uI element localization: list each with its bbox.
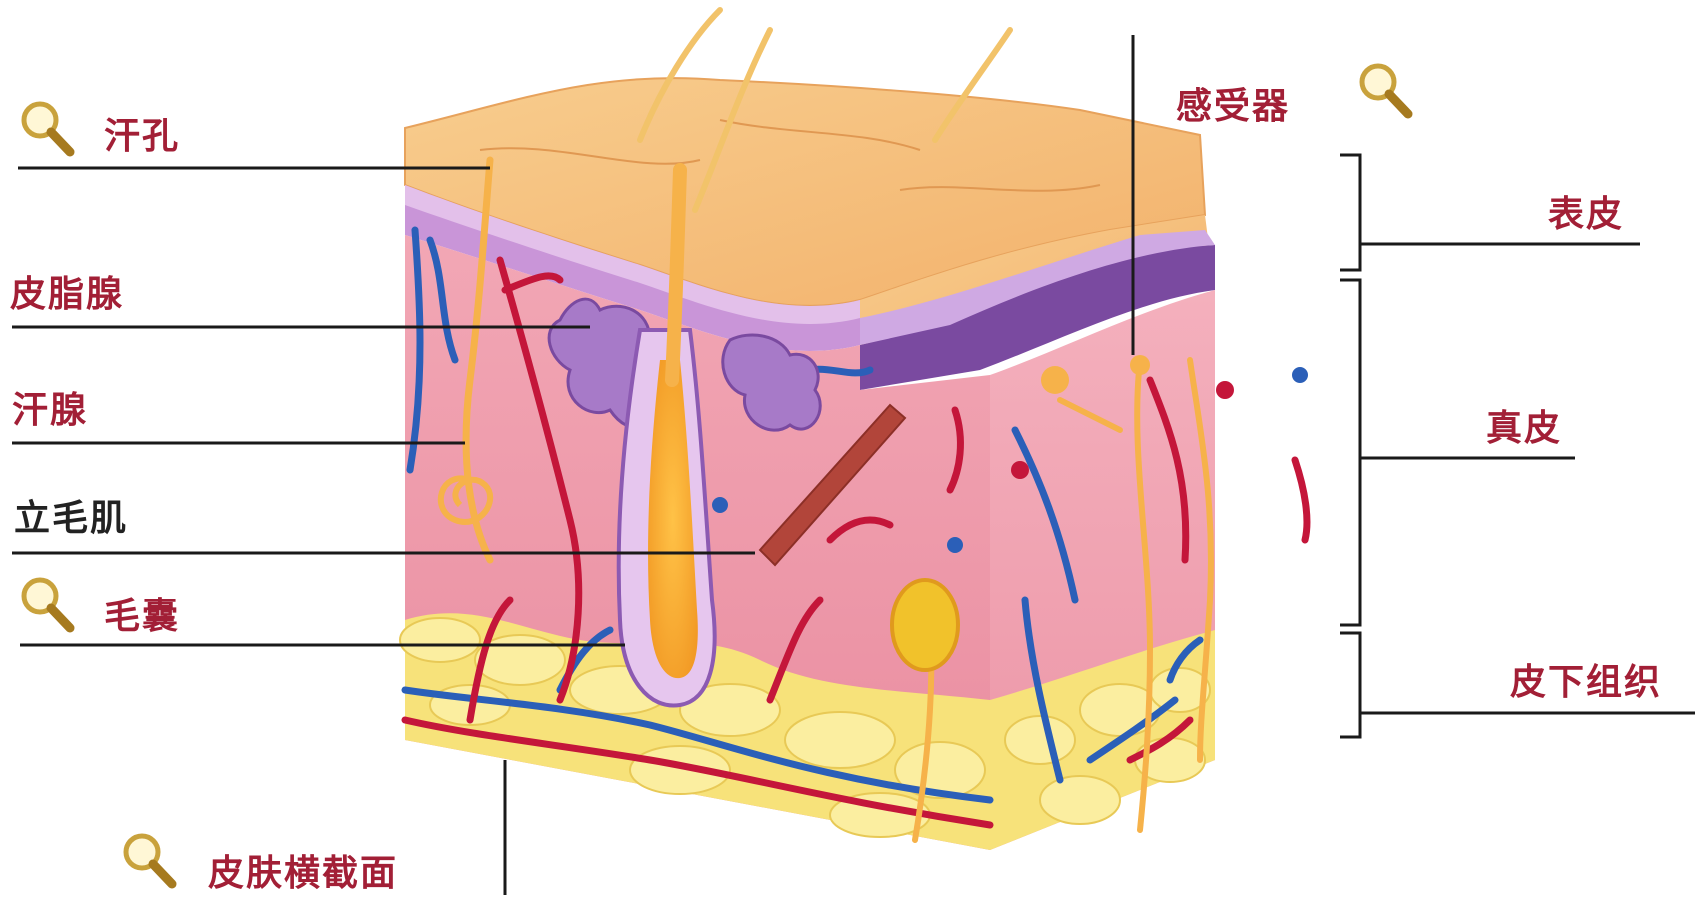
label-cross-section: 皮肤横截面 [208,855,398,891]
label-sweat-gland: 汗腺 [12,392,88,428]
bracket-dermis [1340,280,1360,625]
label-arrector-pili: 立毛肌 [14,500,128,536]
receptor-lamellar [892,580,958,670]
receptor-bulb-1 [1041,366,1069,394]
magnifier-icon [14,572,78,636]
label-sebaceous-gland: 皮脂腺 [10,276,124,312]
label-receptor: 感受器 [1176,88,1290,124]
bracket-epidermis [1340,155,1360,270]
hair-shaft [672,170,680,380]
label-hair-follicle: 毛囊 [104,598,180,634]
label-epidermis: 表皮 [1548,196,1624,232]
magnifier-icon [14,96,78,160]
magnifier-icon [116,828,180,892]
bracket-subcutaneous [1340,633,1360,737]
receptor-bulb-2 [1130,355,1150,375]
label-sweat-pore: 汗孔 [104,118,180,154]
label-subcutaneous: 皮下组织 [1510,664,1662,700]
magnifier-icon [1352,58,1416,122]
label-dermis: 真皮 [1486,410,1562,446]
